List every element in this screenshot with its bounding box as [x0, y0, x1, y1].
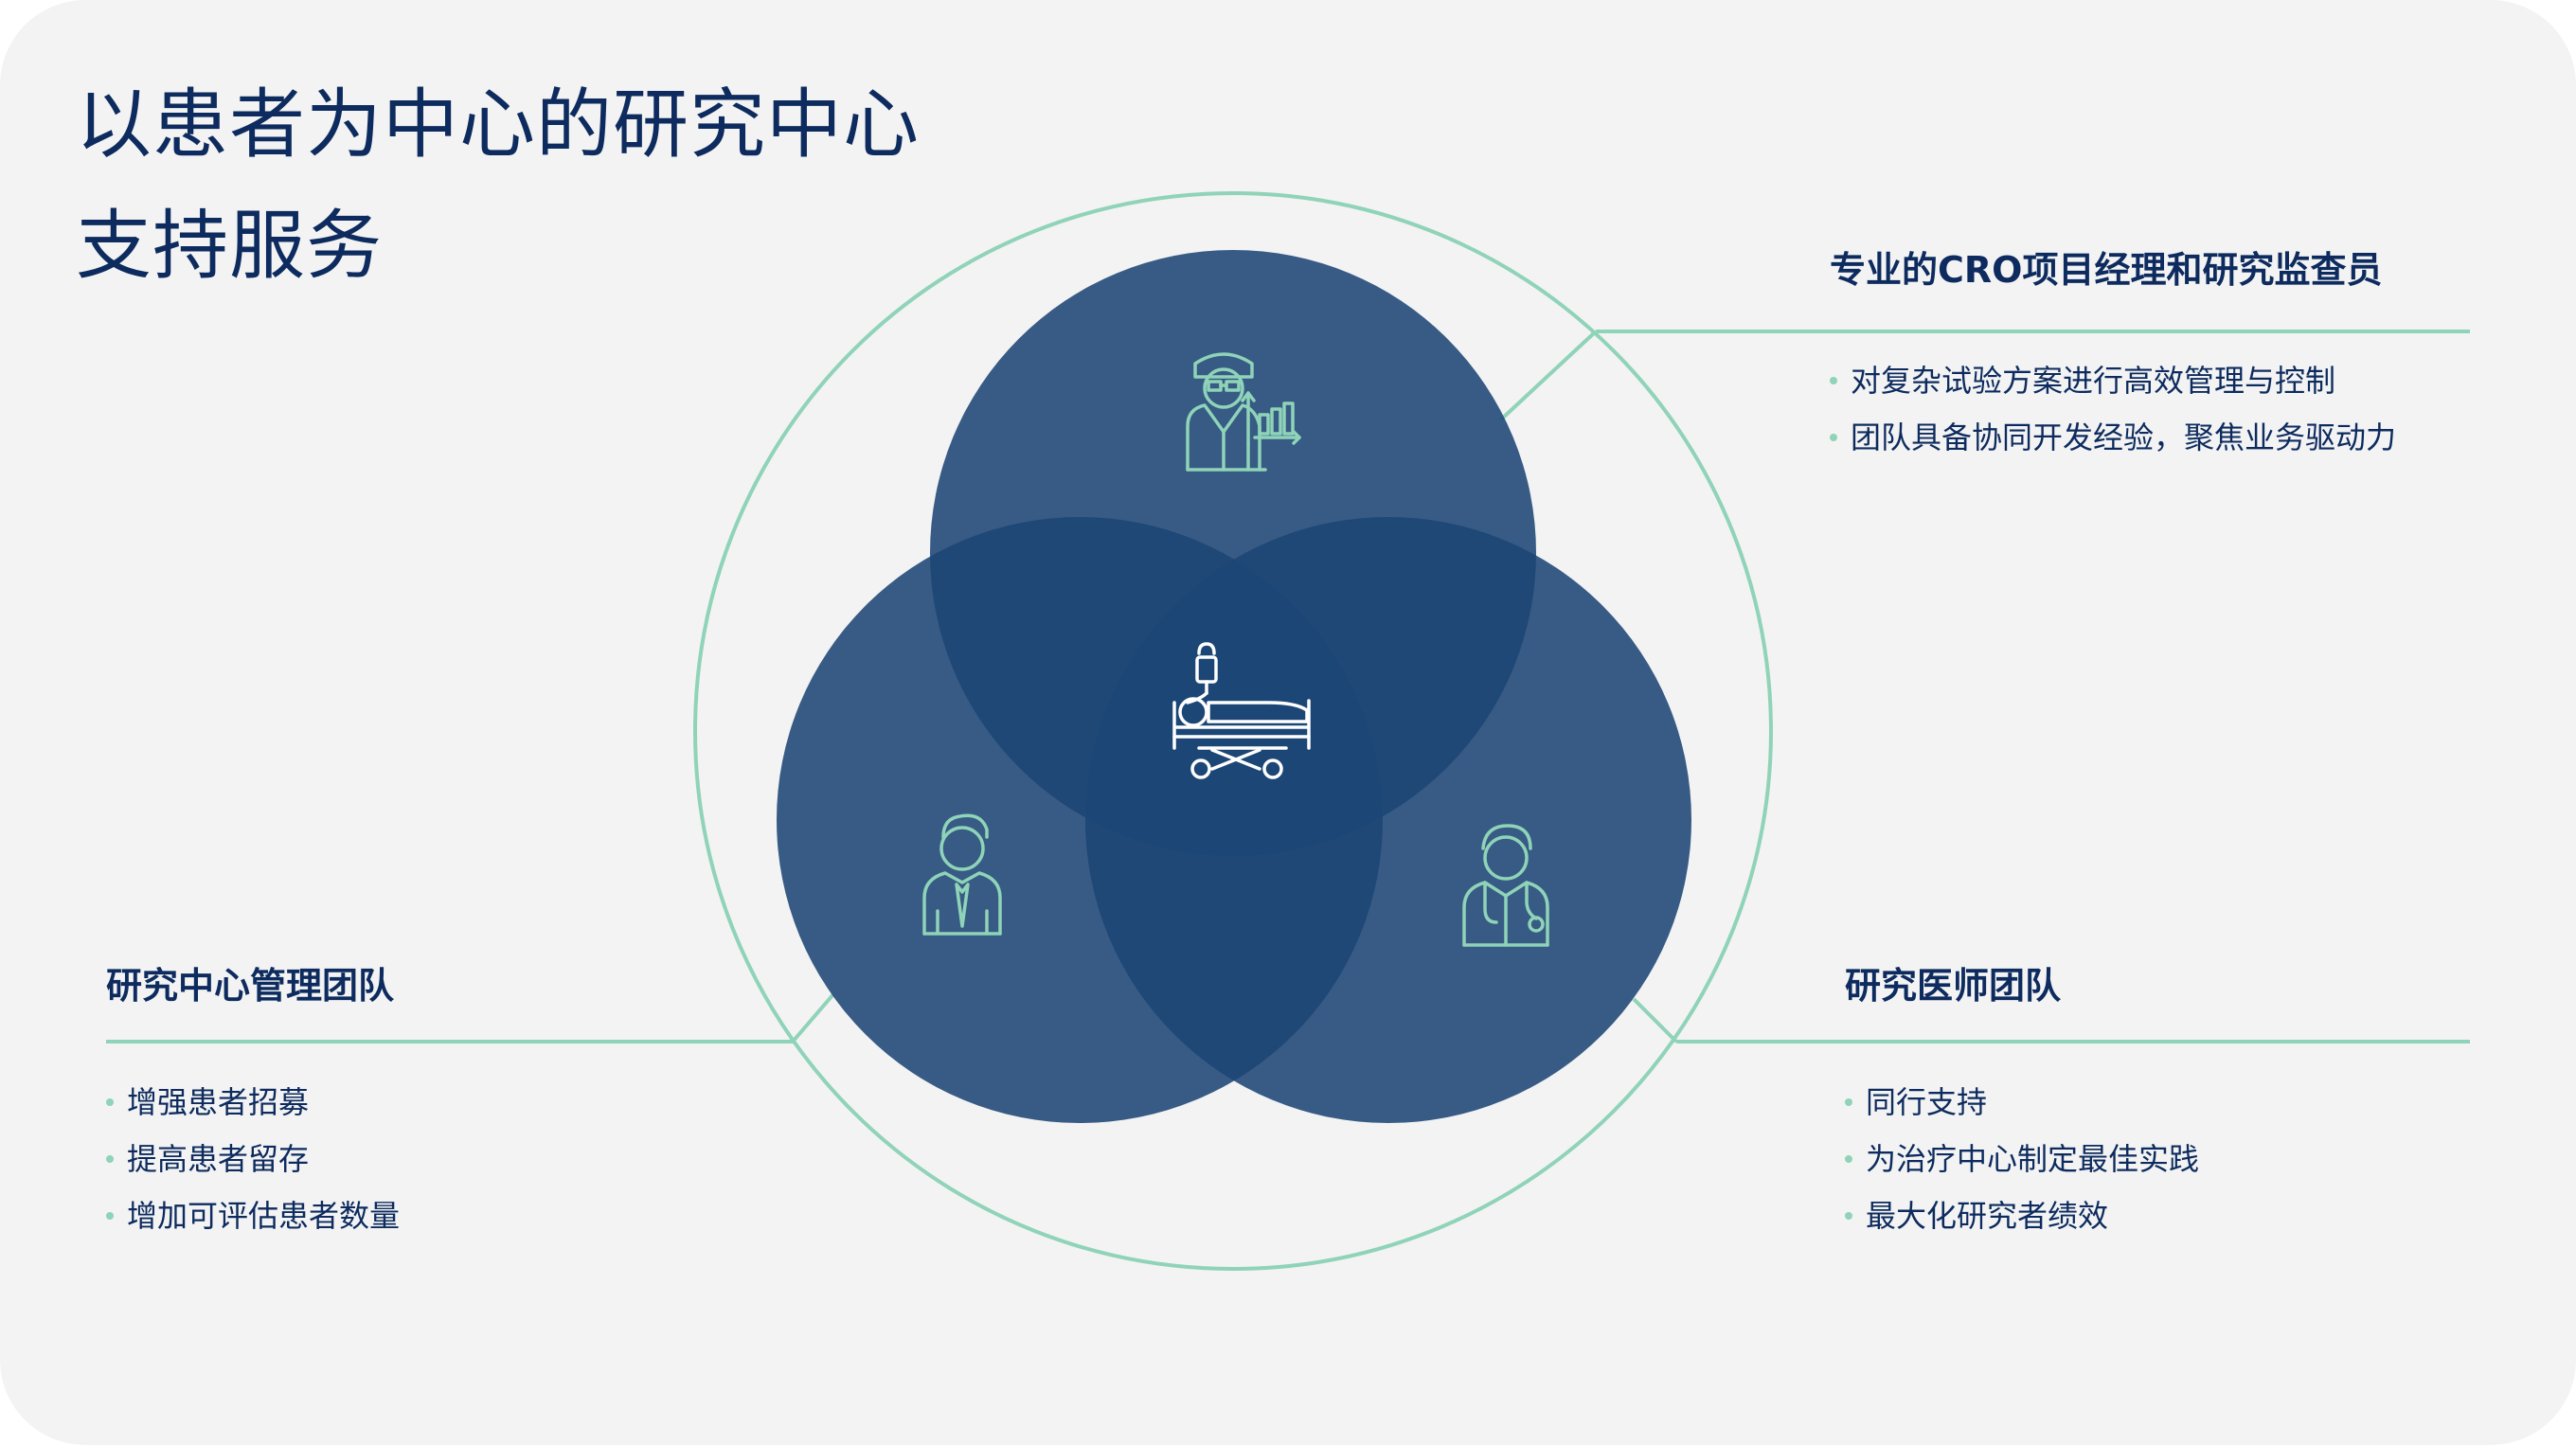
manager-icon: [922, 813, 1002, 936]
outer-ring: [693, 191, 1773, 1271]
connector-top-right: [1499, 330, 1598, 421]
cro-list: 对复杂试验方案进行高效管理与控制 团队具备协同开发经验，聚焦业务驱动力: [1830, 366, 2396, 453]
physicians-list: 同行支持 为治疗中心制定最佳实践 最大化研究者绩效: [1845, 1087, 2199, 1231]
site-team-section: 研究中心管理团队 增强患者招募 提高患者留存 增加可评估患者数量: [106, 968, 400, 1258]
venn-circle-right: [1085, 517, 1691, 1123]
site-team-list: 增强患者招募 提高患者留存 增加可评估患者数量: [106, 1087, 400, 1231]
list-item: 团队具备协同开发经验，聚焦业务驱动力: [1830, 422, 2396, 453]
doctor-icon: [1462, 824, 1549, 947]
connector-right: [1632, 997, 1678, 1044]
list-item: 增加可评估患者数量: [106, 1201, 400, 1231]
investigator-chart-icon: [1186, 352, 1301, 472]
page-title-line-1: 以患者为中心的研究中心: [76, 80, 920, 169]
list-item: 最大化研究者绩效: [1845, 1201, 2199, 1231]
list-item: 同行支持: [1845, 1087, 2199, 1117]
connector-left: [791, 992, 835, 1044]
patient-bed-icon: [1172, 642, 1311, 779]
physicians-section: 研究医师团队 同行支持 为治疗中心制定最佳实践 最大化研究者绩效: [1845, 968, 2199, 1258]
physicians-heading: 研究医师团队: [1845, 965, 2062, 1007]
list-item: 为治疗中心制定最佳实践: [1845, 1144, 2199, 1174]
cro-heading: 专业的CRO项目经理和研究监查员: [1830, 249, 2383, 291]
site-team-heading: 研究中心管理团队: [106, 965, 395, 1007]
list-item: 提高患者留存: [106, 1144, 400, 1174]
list-item: 增强患者招募: [106, 1087, 400, 1117]
list-item: 对复杂试验方案进行高效管理与控制: [1830, 366, 2396, 396]
page-title-line-2: 支持服务: [76, 202, 383, 290]
cro-section: 专业的CRO项目经理和研究监查员 对复杂试验方案进行高效管理与控制 团队具备协同…: [1830, 252, 2396, 479]
